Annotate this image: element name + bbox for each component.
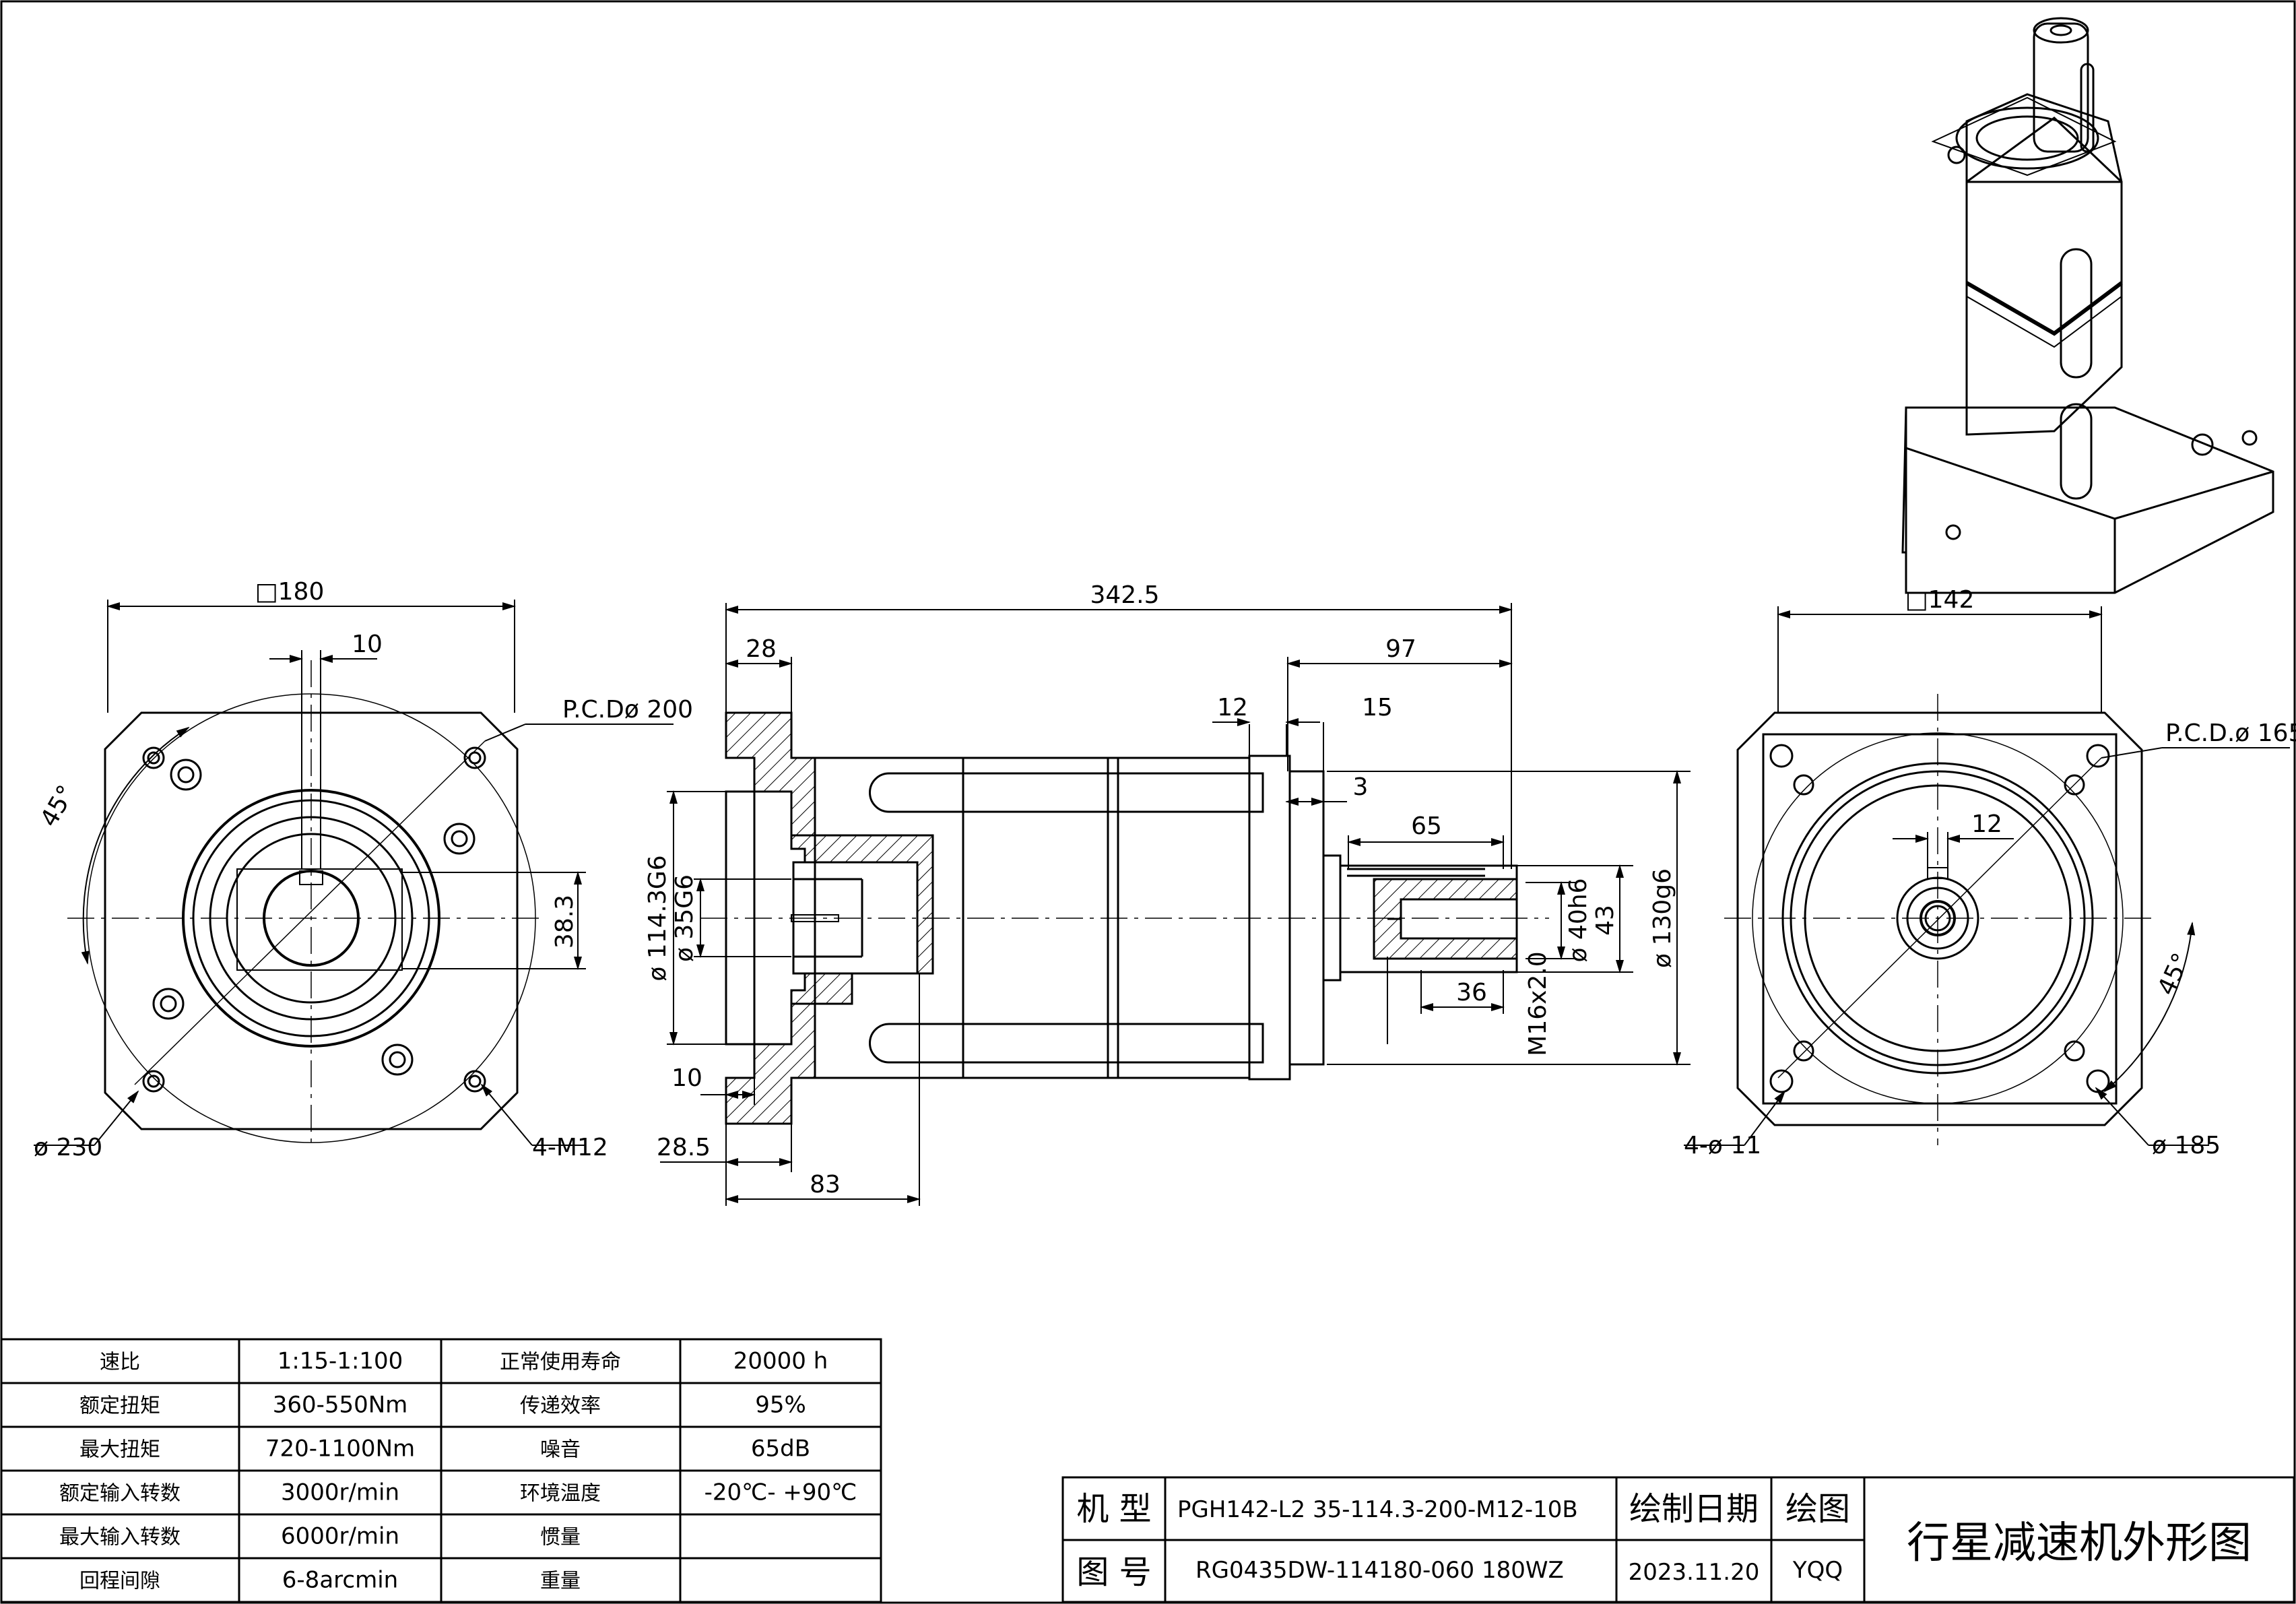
- front-angle: 45°: [35, 781, 80, 832]
- input-bore-diameter: ø 35G6: [671, 874, 698, 962]
- front-outer-diameter: ø 230: [34, 1134, 102, 1161]
- spec-label-cell: 惯量: [540, 1526, 581, 1549]
- spec-value-cell: 6-8arcmin: [282, 1567, 398, 1594]
- dim-36: 36: [1456, 979, 1487, 1006]
- spec-value-cell: -20℃- +90℃: [704, 1479, 857, 1506]
- front-square-size: □180: [255, 578, 325, 606]
- date-label: 绘制日期: [1629, 1490, 1759, 1528]
- rear-dimensions: [1684, 606, 2290, 1146]
- input-flange-section-bottom: [725, 1002, 816, 1125]
- dim-15: 15: [1362, 694, 1393, 721]
- dim-83: 83: [810, 1171, 841, 1198]
- spec-value-cell: 3000r/min: [281, 1479, 399, 1506]
- thread-spec: M16x2.0: [1524, 951, 1552, 1056]
- dim-28-5: 28.5: [657, 1134, 711, 1161]
- flange-thickness: 28: [746, 635, 777, 663]
- spec-value-cell: 95%: [755, 1392, 806, 1419]
- front-mounting-holes: [142, 746, 486, 1093]
- input-pilot-diameter: ø 114.3G6: [644, 855, 671, 981]
- spec-row: 最大输入转数 6000r/min 惯量: [59, 1523, 581, 1550]
- spec-label-cell: 环境温度: [520, 1482, 601, 1506]
- drawer-label: 绘图: [1785, 1490, 1850, 1528]
- dim-10: 10: [671, 1064, 702, 1092]
- key-depth: 43: [1592, 905, 1619, 936]
- dim-3: 3: [1353, 773, 1369, 801]
- rear-angle: 45°: [2153, 949, 2196, 1000]
- key-length: 65: [1411, 812, 1442, 840]
- date-value: 2023.11.20: [1629, 1559, 1760, 1586]
- dim-12: 12: [1217, 694, 1248, 721]
- spec-row: 速比 1:15-1:100 正常使用寿命 20000 h: [100, 1348, 828, 1375]
- front-holes: 4-M12: [532, 1134, 608, 1161]
- spec-label-cell: 回程间隙: [79, 1570, 160, 1593]
- front-view: [67, 660, 539, 1145]
- shaft-diameter: ø 40h6: [1565, 878, 1592, 963]
- spec-value-cell: 20000 h: [733, 1348, 828, 1375]
- title-block: [1061, 1476, 2295, 1603]
- drawing-no-value: RG0435DW-114180-060 180WZ: [1195, 1557, 1564, 1584]
- spec-table: [0, 1338, 882, 1603]
- model-label: 机 型: [1076, 1490, 1151, 1528]
- spec-label-cell: 重量: [540, 1570, 581, 1593]
- spec-value-cell: 65dB: [751, 1436, 810, 1463]
- spec-label-cell: 正常使用寿命: [500, 1351, 621, 1374]
- spec-label-cell: 噪音: [540, 1438, 581, 1462]
- spec-value-cell: 720-1100Nm: [265, 1436, 415, 1463]
- front-dimensions: [34, 600, 674, 1146]
- spec-label-cell: 最大扭矩: [79, 1438, 160, 1462]
- side-view: [700, 711, 1549, 1125]
- rear-outer-diameter: ø 185: [2152, 1132, 2221, 1159]
- spec-row: 额定扭矩 360-550Nm 传递效率 95%: [79, 1392, 806, 1419]
- spec-row: 最大扭矩 720-1100Nm 噪音 65dB: [79, 1436, 810, 1463]
- overall-length: 342.5: [1090, 581, 1159, 609]
- body-diameter: ø 130g6: [1649, 868, 1676, 968]
- spec-value-cell: 1:15-1:100: [277, 1348, 403, 1375]
- drawing-title: 行星减速机外形图: [1907, 1518, 2252, 1568]
- isometric-view: [1901, 17, 2274, 594]
- spec-row: 回程间隙 6-8arcmin 重量: [79, 1567, 581, 1594]
- drawer-value: YQQ: [1792, 1557, 1843, 1584]
- rear-pcd: P.C.D.ø 165: [2165, 719, 2296, 747]
- model-value: PGH142-L2 35-114.3-200-M12-10B: [1177, 1496, 1578, 1523]
- spec-label-cell: 额定扭矩: [79, 1394, 160, 1418]
- front-key-height: 38.3: [551, 895, 579, 949]
- front-pcd: P.C.Dø 200: [562, 696, 693, 724]
- rear-square-size: □142: [1905, 586, 1975, 614]
- rear-holes: 4-ø 11: [1684, 1132, 1761, 1159]
- spec-label-cell: 最大输入转数: [59, 1526, 181, 1549]
- rear-view: [1724, 694, 2155, 1145]
- spec-row: 额定输入转数 3000r/min 环境温度 -20℃- +90℃: [59, 1479, 857, 1506]
- rear-flange-outline: [1736, 711, 2143, 1126]
- spec-label-cell: 传递效率: [520, 1394, 601, 1418]
- spec-value-cell: 360-550Nm: [273, 1392, 408, 1419]
- front-key-width: 10: [352, 631, 383, 658]
- shaft-section-length: 97: [1385, 635, 1416, 663]
- spec-label-cell: 速比: [100, 1351, 140, 1374]
- spec-value-cell: 6000r/min: [281, 1523, 399, 1550]
- drawing-no-label: 图 号: [1076, 1553, 1151, 1591]
- rear-key-width: 12: [1971, 810, 2002, 838]
- side-dimensions: [660, 603, 1691, 1206]
- input-flange-section-top: [725, 711, 816, 837]
- spec-label-cell: 额定输入转数: [59, 1482, 181, 1506]
